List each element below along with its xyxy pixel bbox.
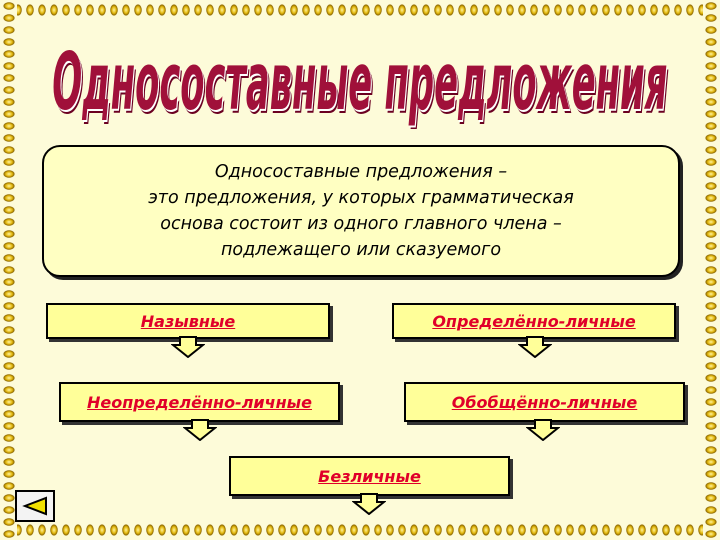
frame-chain-right (703, 0, 719, 540)
type-link-definite-personal[interactable]: Определённо-личные (392, 303, 676, 339)
definition-text: Односоставные предложения – это предложе… (148, 159, 574, 263)
down-arrow-icon (352, 493, 386, 515)
back-triangle-icon (22, 496, 47, 516)
frame-chain-top (0, 2, 720, 18)
page-title: Односоставные предложения (0, 28, 720, 138)
type-link-impersonal[interactable]: Безличные (229, 456, 510, 496)
type-link-nominative[interactable]: Назывные (46, 303, 330, 339)
definition-box: Односоставные предложения – это предложе… (42, 145, 680, 277)
back-button[interactable] (15, 490, 55, 522)
definition-line-3: основа состоит из одного главного члена … (160, 214, 562, 234)
definition-line-2: это предложения, у которых грамматическа… (148, 188, 574, 208)
type-link-generalized-personal[interactable]: Обобщённо-личные (404, 382, 685, 422)
down-arrow-icon (171, 336, 205, 358)
down-arrow-icon (526, 419, 560, 441)
down-arrow-icon (183, 419, 217, 441)
frame-chain-left (1, 0, 17, 540)
frame-chain-bottom (0, 522, 720, 538)
page-title-text: Односоставные предложения (52, 37, 668, 129)
definition-line-1: Односоставные предложения – (214, 162, 508, 182)
down-arrow-icon (518, 336, 552, 358)
definition-line-4: подлежащего или сказуемого (220, 240, 502, 260)
type-link-indefinite-personal[interactable]: Неопределённо-личные (59, 382, 340, 422)
